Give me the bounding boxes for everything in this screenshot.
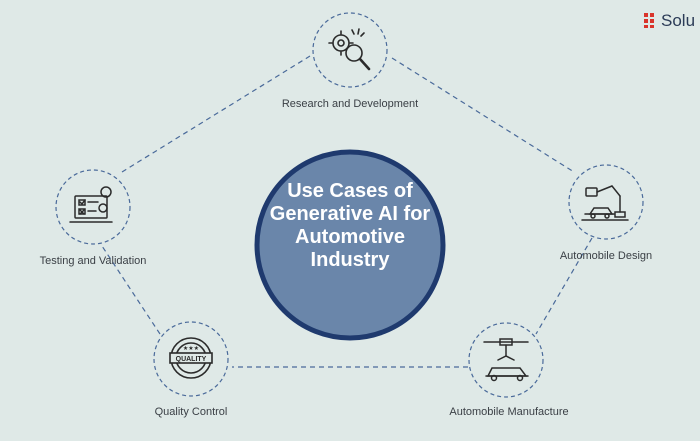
center-title-line: Generative AI for: [269, 203, 431, 225]
node-circle-manufacture: [468, 322, 544, 398]
node-label-testing: Testing and Validation: [39, 255, 147, 267]
center-title: Use Cases of Generative AI for Automotiv…: [258, 180, 442, 272]
node-label-quality: Quality Control: [154, 406, 228, 418]
svg-text:QUALITY: QUALITY: [176, 356, 207, 363]
node-circle-quality: [153, 321, 229, 397]
node-label-manufacture: Automobile Manufacture: [449, 406, 569, 418]
checklist-laptop-icon: [69, 186, 113, 223]
robot-arm-car-icon: [581, 185, 629, 221]
node-label-design: Automobile Design: [559, 250, 653, 262]
brand: Solu: [643, 11, 695, 31]
connector-research-design: [391, 57, 575, 173]
brand-name: Solu: [661, 11, 696, 30]
connector-lines: [101, 55, 593, 368]
assembly-line-car-icon: [483, 338, 529, 382]
node-circle-research: [312, 12, 388, 88]
center-title-line: Industry: [310, 249, 390, 271]
node-label-research: Research and Development: [281, 98, 419, 110]
node-circle-testing: [55, 169, 131, 245]
quality-badge-icon: QUALITY ★★★: [169, 337, 213, 379]
connector-design-manufacture: [535, 237, 593, 335]
svg-text:★★★: ★★★: [183, 345, 199, 352]
connector-testing-research: [121, 55, 311, 173]
center-circle: [254, 149, 446, 341]
node-circle-design: [568, 164, 644, 240]
center-title-line: Use Cases of: [287, 180, 413, 202]
gears-magnifier-icon: [328, 28, 371, 71]
brand-logo-icon: [644, 13, 654, 28]
center-title-line: Automotive: [295, 226, 405, 248]
